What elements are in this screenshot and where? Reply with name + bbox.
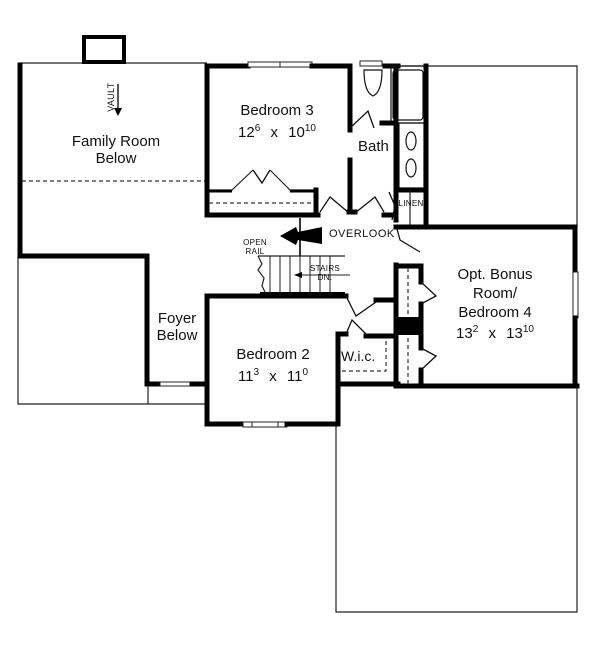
fireplace-box	[82, 35, 126, 64]
bedroom2-dimensions: 113 x 110	[237, 367, 309, 386]
foyer-walls	[144, 381, 210, 387]
bedroom2-label: Bedroom 2 113 x 110	[218, 346, 328, 386]
overlook-arrow	[280, 227, 322, 245]
bedroom2-walls	[204, 293, 401, 428]
family-room-label: Family Room Below	[56, 133, 176, 168]
foyer-label: Foyer Below	[156, 310, 198, 345]
bath-label: Bath	[358, 138, 389, 155]
wic-label: W.i.c.	[341, 348, 376, 364]
family-room-walls	[17, 62, 205, 387]
bonus-dimensions: 132 x 1310	[456, 324, 534, 343]
bedroom3-label: Bedroom 3 126 x 1010	[222, 102, 332, 142]
bedroom3-walls	[204, 61, 353, 218]
bedroom3-dimensions: 126 x 1010	[238, 123, 316, 142]
stairs-label: STAIRS DN.	[309, 264, 341, 282]
bedroom2-name: Bedroom 2	[236, 346, 310, 363]
bonus-room-label: Opt. Bonus Room/ Bedroom 4 132 x 1310	[430, 266, 560, 344]
bedroom3-name: Bedroom 3	[240, 102, 314, 119]
chimney-block	[396, 317, 421, 335]
wic-walls	[335, 318, 396, 372]
bonus-room-walls	[393, 224, 580, 389]
family-room-name: Family Room	[71, 133, 161, 150]
hall-doors	[319, 196, 421, 253]
open-rail-label: OPEN RAIL	[243, 238, 267, 257]
family-room-sub: Below	[95, 150, 137, 168]
vault-arrow	[114, 84, 122, 116]
overlook-label: OVERLOOK	[329, 228, 395, 240]
linen-label: LINEN	[398, 199, 424, 208]
vault-label: VAULT	[105, 82, 116, 112]
